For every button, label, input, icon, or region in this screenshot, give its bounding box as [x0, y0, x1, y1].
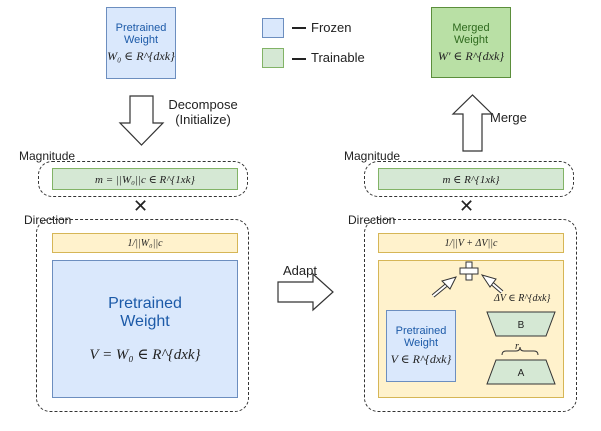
merge-arrow [451, 94, 494, 152]
merged-weight-title-2: Weight [453, 33, 489, 46]
merged-weight-box: Merged Weight W′ ∈ R^{dxk} [431, 7, 511, 78]
right-norm-formula: 1/||V + ΔV||c [444, 237, 498, 249]
decompose-line-2: (Initialize) [175, 112, 231, 127]
adapt-label: Adapt [283, 263, 317, 278]
decompose-line-1: Decompose [168, 97, 238, 112]
left-multiply-icon: ✕ [133, 196, 149, 216]
merged-weight-title-1: Merged [452, 21, 490, 34]
left-magnitude-container [38, 161, 248, 197]
right-magnitude-box: m ∈ R^{1xk} [378, 168, 564, 190]
legend-trainable-swatch [262, 48, 284, 68]
left-norm-box: 1/||W₀||c [52, 233, 238, 253]
decompose-arrow [118, 95, 165, 146]
delta-v-label: ΔV ∈ R^{dxk} [494, 293, 551, 304]
rank-label: r [515, 341, 519, 352]
right-magnitude-formula: m ∈ R^{1xk} [442, 173, 500, 186]
left-direction-weight-title-2: Weight [120, 312, 170, 330]
pretrained-weight-box: Pretrained Weight W₀ ∈ R^{dxk} [106, 7, 176, 79]
left-direction-container [36, 219, 249, 412]
right-pretrained-weight-title-2: Weight [403, 337, 439, 349]
rank-brace [501, 346, 539, 356]
left-to-plus-arrow [431, 276, 457, 298]
right-pretrained-weight-title-1: Pretrained [395, 325, 447, 337]
left-direction-weight-title-1: Pretrained [108, 294, 182, 312]
right-magnitude-container [364, 161, 574, 197]
left-magnitude-box: m = ||W₀||c ∈ R^{1xk} [52, 168, 238, 190]
adapt-arrow [277, 272, 334, 312]
merge-label: Merge [490, 110, 527, 125]
left-magnitude-formula: m = ||W₀||c ∈ R^{1xk} [95, 173, 195, 186]
right-norm-box: 1/||V + ΔV||c [378, 233, 564, 253]
lora-a-trapezoid [486, 359, 556, 385]
lora-a-label: A [518, 368, 525, 379]
merged-weight-formula: W′ ∈ R^{dxk} [437, 48, 505, 63]
right-to-plus-arrow [480, 274, 504, 294]
left-direction-weight-box: Pretrained Weight V = W₀ ∈ R^{dxk} [52, 260, 238, 398]
decompose-label: Decompose (Initialize) [163, 97, 243, 127]
legend-frozen-label: Frozen [311, 20, 352, 35]
legend-trainable-label: Trainable [311, 50, 365, 65]
pretrained-weight-formula: W₀ ∈ R^{dxk} [107, 49, 175, 63]
left-direction-weight-formula: V = W₀ ∈ R^{dxk} [89, 346, 201, 363]
pretrained-weight-title-2: Weight [123, 34, 159, 46]
lora-b-label: B [518, 320, 525, 331]
plus-icon [459, 261, 479, 281]
legend-trainable-dash [292, 58, 306, 60]
right-pretrained-weight-box: Pretrained Weight V ∈ R^{dxk} [386, 310, 456, 382]
pretrained-weight-title-1: Pretrained [115, 22, 167, 34]
legend-frozen-swatch [262, 18, 284, 38]
right-multiply-icon: ✕ [459, 196, 475, 216]
lora-b-trapezoid [486, 311, 556, 337]
right-pretrained-weight-formula: V ∈ R^{dxk} [390, 352, 452, 366]
legend-frozen-dash [292, 27, 306, 29]
left-norm-formula: 1/||W₀||c [127, 237, 163, 249]
right-direction-container [364, 219, 577, 412]
left-magnitude-label: Magnitude [19, 149, 76, 163]
right-magnitude-label: Magnitude [344, 149, 401, 163]
